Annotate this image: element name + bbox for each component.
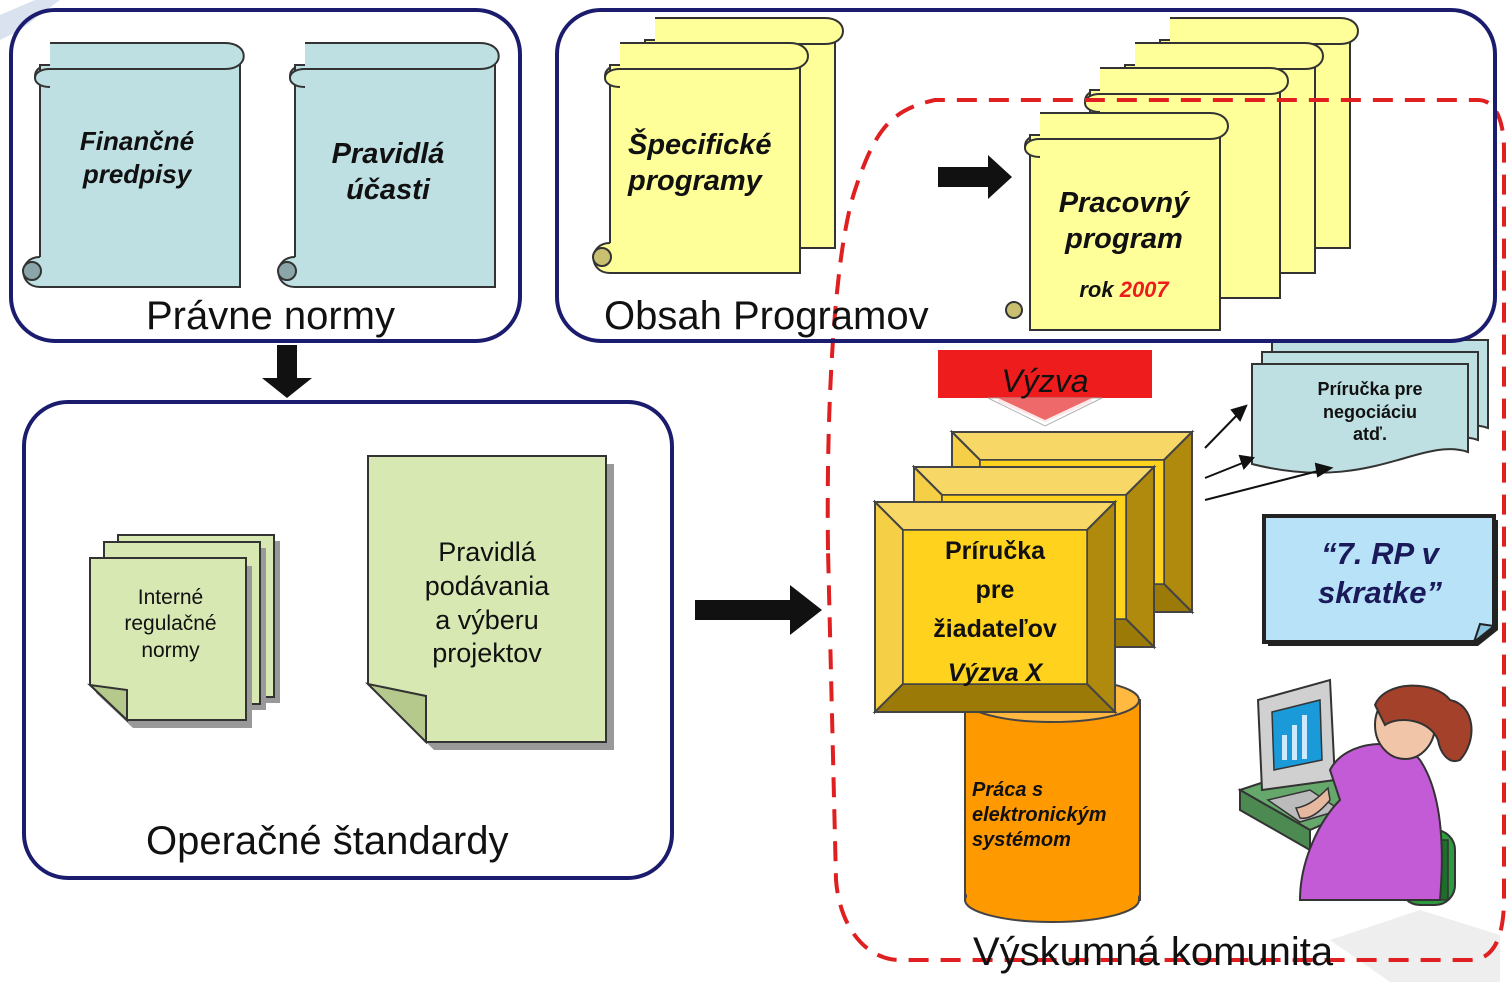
applicant-guide-label: Príručka pre žiadateľov bbox=[933, 537, 1057, 643]
panel-legal-norms bbox=[9, 8, 522, 343]
woman-at-computer-clipart bbox=[1237, 678, 1473, 906]
watermark-shape-bottom-right bbox=[1330, 910, 1500, 982]
research-community-boundary bbox=[825, 98, 1506, 962]
applicant-guide-call-label: Výzva X bbox=[947, 659, 1043, 687]
panel-programme-content bbox=[555, 8, 1497, 343]
call-label: Výzva bbox=[1001, 363, 1089, 399]
fp7-summary-label: “7. RP v skratke” bbox=[1317, 536, 1443, 610]
legal-norms-title: Právne normy bbox=[146, 294, 395, 338]
doc-stack-internal-norms bbox=[87, 534, 280, 728]
research-community-title: Výskumná komunita bbox=[973, 930, 1334, 974]
internal-norms-label: Interné regulačné normy bbox=[124, 586, 217, 662]
operational-standards-title: Operačné štandardy bbox=[146, 819, 509, 863]
submission-rules-label: Pravidlá podávania a výberu projektov bbox=[424, 537, 550, 669]
callout-fp7-summary bbox=[1262, 514, 1498, 646]
arrow-to-research-community bbox=[695, 585, 822, 635]
programme-content-title: Obsah Programov bbox=[604, 294, 929, 338]
bevel-applicant-guide-1 bbox=[872, 499, 1118, 715]
electronic-system-label: Práca s elektronickým systémom bbox=[972, 779, 1107, 851]
panel-operational-standards bbox=[22, 400, 674, 880]
arrow-down-legal-to-operational bbox=[262, 345, 312, 398]
scroll-work-programme-1 bbox=[1005, 112, 1229, 331]
doc-submission-rules bbox=[364, 455, 614, 750]
work-programme-year: rok 2007 bbox=[1079, 277, 1169, 302]
arrows-to-negotiation-guide bbox=[1204, 404, 1334, 501]
arrow-to-work-programme bbox=[938, 155, 1012, 199]
negotiation-guide-label: Príručka pre negociáciu atď. bbox=[1317, 379, 1423, 444]
doc-stack-negotiation-guide bbox=[1251, 339, 1489, 474]
call-arrow-red bbox=[938, 350, 1152, 422]
